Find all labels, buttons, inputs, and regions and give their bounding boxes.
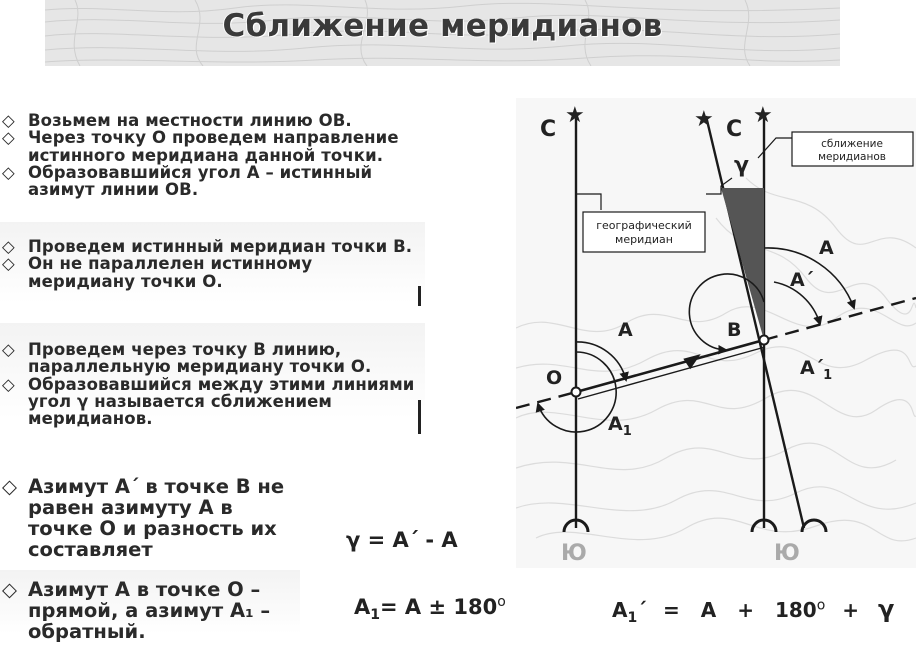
divider-bar — [418, 400, 421, 434]
label-north-left: С — [540, 117, 556, 142]
diamond-bullet-icon: ◇ — [2, 578, 17, 601]
south-marker-inclined — [800, 518, 828, 533]
page-title: Сближение меридианов — [222, 8, 663, 44]
bullet-item: ◇Образовавшийся между этими линиями угол… — [2, 374, 415, 429]
map-texture — [45, 0, 840, 66]
point-o-marker — [570, 386, 582, 398]
line-ob — [575, 338, 765, 394]
map-background — [516, 98, 916, 568]
star-icon: ★ — [753, 103, 773, 128]
divider-bar — [418, 286, 421, 306]
svg-text:меридианов: меридианов — [818, 151, 886, 163]
line-ob-double — [577, 346, 766, 400]
bullet-item: ◇Он не параллелен истинному меридиану то… — [2, 254, 313, 291]
south-marker-right — [750, 518, 778, 533]
svg-text:меридиан: меридиан — [615, 233, 673, 246]
label-back-azimuth-o: А1 — [608, 413, 632, 439]
text-block-5: ◇Азимут А в точке О – прямой, а азимут А… — [0, 570, 300, 645]
formula-back-azimuth-b: А1΄ = А + 180о + γ — [612, 595, 895, 626]
arc-azimuth-b — [773, 281, 823, 326]
arc-back-azimuth-b — [688, 273, 765, 355]
line-ob-forward — [763, 296, 916, 342]
bullet-item: ◇Проведем истинный меридиан точки В. — [2, 237, 413, 256]
callout-geo-meridian — [582, 211, 706, 253]
bullet-item: ◇Проведем через точку В линию, параллель… — [2, 340, 372, 377]
bullet-item: ◇Через точку О проведем направление исти… — [2, 128, 399, 165]
bullet-list-3: ◇Проведем через точку В линию, параллель… — [0, 323, 425, 428]
diamond-bullet-icon: ◇ — [2, 237, 15, 256]
diamond-bullet-icon: ◇ — [2, 254, 15, 274]
label-azimuth-a-prime: А΄ — [790, 269, 814, 291]
line-ob-back — [516, 390, 577, 410]
label-point-b: В — [727, 319, 741, 341]
callout-line — [576, 193, 602, 210]
diamond-bullet-icon: ◇ — [2, 162, 15, 182]
direction-arrow-icon — [683, 354, 701, 370]
bullet-item: ◇Возьмем на местности линию ОВ. — [2, 111, 352, 130]
arc-azimuth-o — [575, 341, 629, 382]
diamond-bullet-icon: ◇ — [2, 111, 15, 130]
formula-back-azimuth: А1= А ± 180о — [354, 594, 506, 624]
callout-line — [706, 177, 733, 195]
label-south-left: Ю — [561, 541, 587, 566]
svg-text:сближение: сближение — [821, 138, 883, 150]
label-north-right: С — [726, 117, 742, 142]
point-b-marker — [758, 334, 770, 346]
arc-back-azimuth-o — [535, 351, 617, 433]
label-gamma: γ — [734, 153, 749, 178]
star-icon: ★ — [694, 107, 714, 132]
arc-azimuth-b-parallel — [763, 247, 856, 310]
text-block-3: ◇Проведем через точку В линию, параллель… — [0, 323, 425, 435]
convergence-wedge — [721, 188, 764, 340]
label-point-o: О — [546, 367, 562, 389]
diamond-bullet-icon: ◇ — [2, 475, 17, 498]
formula-convergence: γ = А΄ - А — [346, 528, 458, 552]
bullet-list-2: ◇Проведем истинный меридиан точки В. ◇Он… — [0, 222, 425, 290]
diamond-bullet-icon: ◇ — [2, 128, 15, 148]
diamond-bullet-icon: ◇ — [2, 340, 15, 359]
label-south-right: Ю — [774, 541, 800, 566]
bullet-list-5: ◇Азимут А в точке О – прямой, а азимут А… — [0, 570, 300, 642]
star-icon: ★ — [565, 103, 585, 128]
callout-convergence — [791, 131, 914, 167]
text-block-2: ◇Проведем истинный меридиан точки В. ◇Он… — [0, 222, 425, 318]
svg-text:географический: географический — [596, 219, 692, 232]
south-marker-left — [562, 518, 590, 533]
label-azimuth-a-b: А — [819, 237, 834, 259]
callout-line — [757, 137, 792, 159]
title-banner: Сближение меридианов — [45, 0, 840, 66]
bullet-list-1: ◇Возьмем на местности линию ОВ. ◇Через т… — [0, 108, 425, 199]
bullet-list-4: ◇Азимут А΄ в точке В не равен азимуту А … — [0, 476, 300, 560]
label-back-azimuth-b: А΄1 — [800, 357, 832, 383]
bullet-item: ◇Азимут А΄ в точке В не равен азимуту А … — [2, 475, 285, 562]
label-azimuth-a-o: А — [618, 319, 633, 341]
text-block-1: ◇Возьмем на местности линию ОВ. ◇Через т… — [0, 108, 425, 216]
diamond-bullet-icon: ◇ — [2, 374, 15, 394]
meridian-diagram: ★ ★ ★ С С γ географический меридиан сбли… — [516, 98, 916, 568]
text-block-4: ◇Азимут А΄ в точке В не равен азимуту А … — [0, 476, 300, 562]
bullet-item: ◇Азимут А в точке О – прямой, а азимут А… — [2, 578, 271, 644]
bullet-item: ◇Образовавшийся угол А – истинный азимут… — [2, 162, 373, 200]
